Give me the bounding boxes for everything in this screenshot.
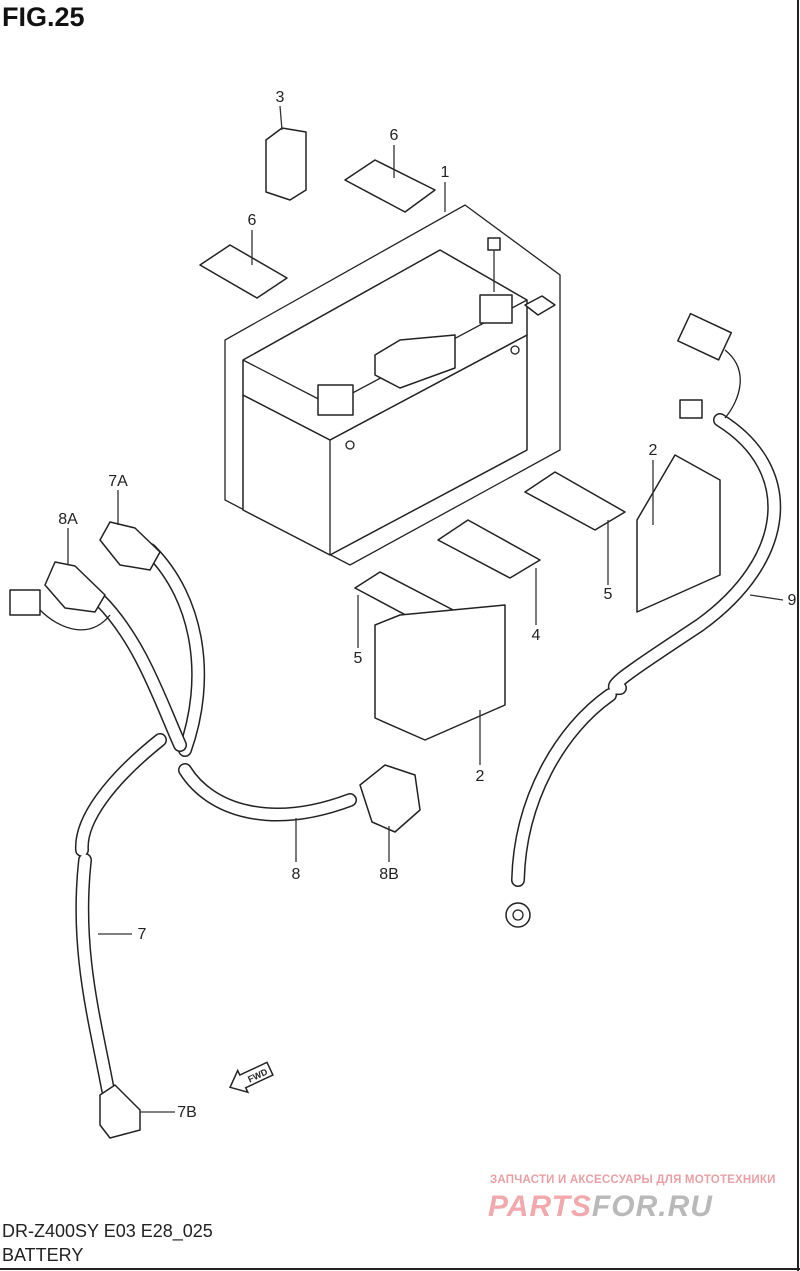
pad-4: [437, 519, 541, 579]
watermark-logo-part2: FOR.RU: [591, 1190, 713, 1223]
diagram-name: BATTERY: [2, 1245, 84, 1265]
callout-7b: 7B: [177, 1104, 197, 1121]
connector-9: [677, 312, 733, 361]
connector-8a: [9, 589, 41, 616]
ring-terminal: [505, 902, 531, 928]
callout-7a: 7A: [108, 473, 128, 490]
callout-8b: 8B: [379, 866, 399, 883]
bolt: [487, 237, 501, 292]
callout-5: 5: [354, 650, 363, 667]
part-3-block: [265, 127, 307, 201]
watermark-tagline: ЗАПЧАСТИ И АКСЕССУАРЫ ДЛЯ МОТОТЕХНИКИ: [490, 1174, 776, 1186]
cover-2-right: [636, 454, 721, 613]
leader-lines: [67, 105, 784, 1113]
callout-2: 2: [476, 768, 485, 785]
callout-7: 7: [138, 926, 147, 943]
cover-2-bottom: [374, 604, 506, 741]
callout-3: 3: [276, 89, 285, 106]
diagram-code: DR-Z400SY E03 E28_025: [2, 1221, 213, 1241]
figure-title: FIG.25: [2, 2, 85, 32]
callout-6: 6: [390, 127, 399, 144]
fwd-arrow-icon: FWD: [229, 1061, 274, 1094]
callout-8a: 8A: [58, 511, 78, 528]
pad-5-right: [524, 471, 626, 531]
cable-8: [93, 593, 357, 822]
cable-9: [511, 413, 782, 887]
callout-1: 1: [441, 164, 450, 181]
cap-7a: [99, 521, 161, 571]
nut: [524, 295, 556, 316]
pad-6-top: [344, 159, 436, 213]
cap-7b: [99, 1084, 141, 1139]
callout-8: 8: [292, 866, 301, 883]
battery-group-outline: [224, 204, 561, 566]
cap-8a: [44, 561, 106, 613]
callout-2: 2: [649, 442, 658, 459]
pad-6-left: [199, 244, 288, 299]
watermark-logo: PARTSFOR.RU: [488, 1190, 713, 1224]
watermark-logo-part1: PARTS: [488, 1190, 592, 1223]
callout-5: 5: [604, 586, 613, 603]
terminal-9: [679, 399, 703, 419]
callout-9: 9: [788, 592, 797, 609]
cable-7: [74, 543, 206, 1097]
callout-6: 6: [248, 212, 257, 229]
battery: [242, 249, 528, 556]
cap-8b: [359, 764, 421, 833]
frame-border: [0, 1268, 800, 1270]
frame-border: [797, 0, 799, 1271]
callout-4: 4: [532, 627, 541, 644]
